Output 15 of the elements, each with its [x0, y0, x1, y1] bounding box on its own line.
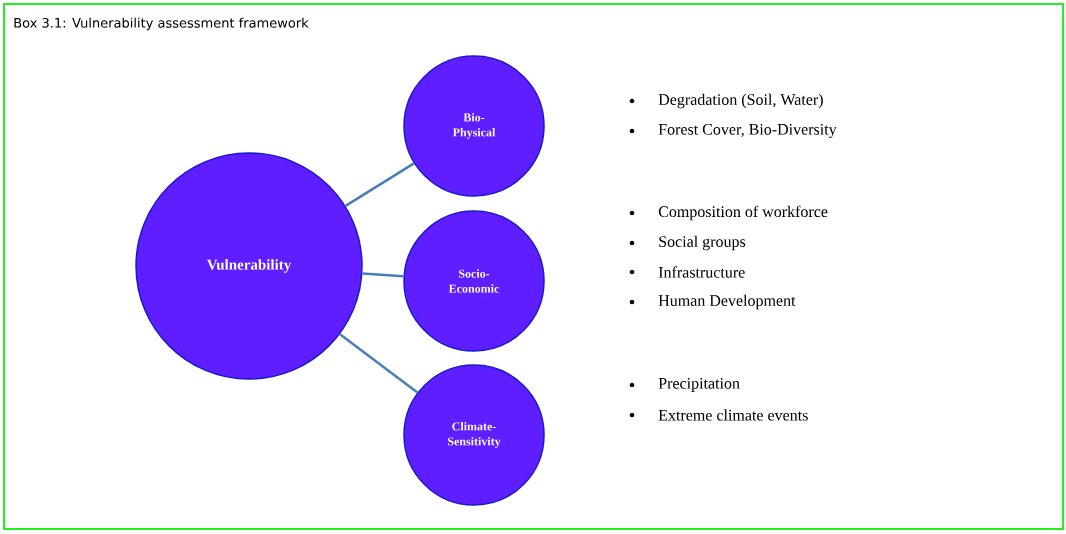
circle-node: Climate- Sensitivity	[403, 364, 545, 506]
circle-node: Bio- Physical	[403, 55, 545, 197]
title: Box 3.1: Vulnerability assessment framework	[14, 17, 309, 31]
bullet-item: Social groups	[659, 235, 746, 251]
bullet-item: Infrastructure	[658, 266, 745, 278]
circle-node: Socio- Economic	[403, 210, 545, 352]
connector-line	[339, 333, 419, 394]
bullet-item: Composition of workforce	[658, 205, 828, 221]
bullet-item: Forest Cover, Bio-Diversity	[658, 123, 837, 138]
bullet-item: Human Development	[658, 294, 796, 310]
bullet-item: Precipitation	[658, 378, 740, 392]
connector-line	[344, 162, 415, 207]
connector-line	[362, 272, 404, 278]
bullet-item: Extreme climate events	[658, 409, 808, 421]
bullet-item: Degradation (Soil, Water)	[658, 93, 823, 109]
